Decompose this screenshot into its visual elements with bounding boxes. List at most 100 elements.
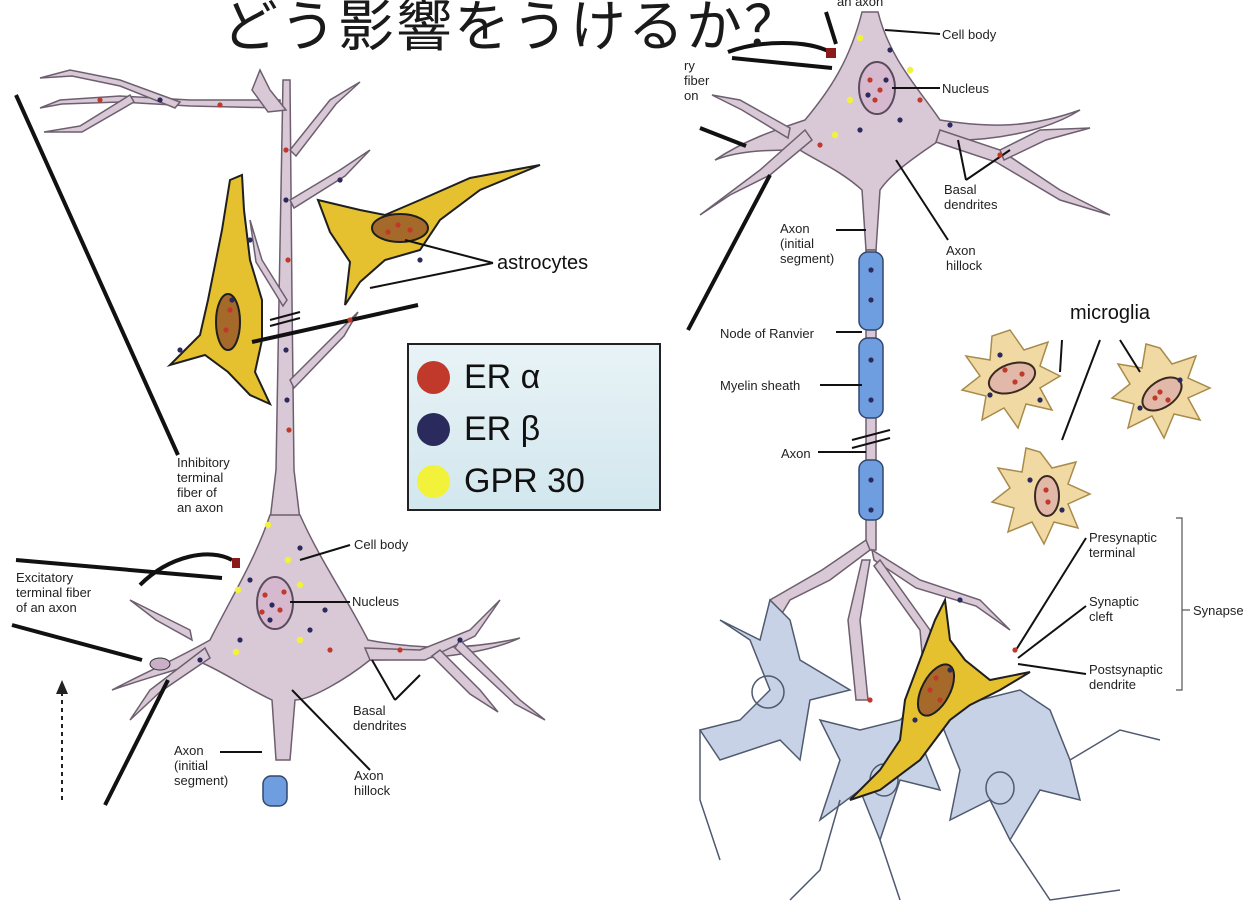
page-title: どう影響をうけるか？ bbox=[222, 0, 802, 63]
receptor-dot bbox=[897, 117, 902, 122]
receptor-dot bbox=[987, 392, 992, 397]
label-microglia: microglia bbox=[1070, 302, 1150, 325]
receptor-dot bbox=[868, 357, 873, 362]
receptor-dot bbox=[259, 609, 264, 614]
label-node-of-ranvier: Node of Ranvier bbox=[720, 326, 814, 341]
receptor-dot bbox=[265, 522, 271, 528]
receptor-dot bbox=[997, 152, 1002, 157]
receptor-dot bbox=[867, 697, 872, 702]
label-inhibitory-fiber: Inhibitory terminal fiber of an axon bbox=[177, 455, 230, 515]
label-cell-body-left: Cell body bbox=[354, 537, 408, 552]
receptor-dot bbox=[947, 667, 952, 672]
receptor-dot bbox=[385, 229, 390, 234]
receptor-dot bbox=[1059, 507, 1064, 512]
receptor-dot bbox=[912, 717, 917, 722]
receptor-dot bbox=[233, 649, 239, 655]
astrocyte-left-1 bbox=[170, 175, 270, 404]
postsynaptic-neurons bbox=[700, 600, 1080, 840]
receptor-dot bbox=[283, 197, 288, 202]
receptor-dot bbox=[1002, 367, 1007, 372]
receptor-dot bbox=[97, 97, 102, 102]
receptor-dot bbox=[857, 127, 862, 132]
left-pointer-lines bbox=[12, 95, 418, 805]
receptor-dot bbox=[1012, 647, 1017, 652]
label-synapse: Synapse bbox=[1193, 603, 1244, 618]
receptor-dot bbox=[286, 427, 291, 432]
label-excitatory-fiber: Excitatory terminal fiber of an axon bbox=[16, 570, 91, 615]
receptor-dot bbox=[887, 47, 892, 52]
receptor-dot bbox=[867, 77, 872, 82]
receptor-dot bbox=[868, 267, 873, 272]
label-cell-body-right: Cell body bbox=[942, 27, 996, 42]
receptor-dot bbox=[229, 297, 234, 302]
receptor-dot bbox=[868, 507, 873, 512]
label-astrocytes-left: astrocytes bbox=[497, 252, 588, 275]
receptor-dot bbox=[847, 97, 853, 103]
receptor-dot bbox=[997, 352, 1002, 357]
receptor-dot bbox=[247, 577, 252, 582]
right-synapse-bouton bbox=[826, 48, 836, 58]
label-axon-initial-right: Axon (initial segment) bbox=[780, 221, 834, 266]
legend-row-gpr30: GPR 30 bbox=[417, 459, 585, 503]
receptor-dot bbox=[868, 297, 873, 302]
label-an-axon-right: an axon bbox=[837, 0, 883, 9]
label-axon-initial-left: Axon (initial segment) bbox=[174, 743, 228, 788]
receptor-dot bbox=[337, 177, 342, 182]
receptor-dot bbox=[285, 257, 290, 262]
receptor-dot bbox=[237, 637, 242, 642]
receptor-dot bbox=[1157, 389, 1162, 394]
receptor-dot bbox=[957, 597, 962, 602]
receptor-dot bbox=[1012, 379, 1017, 384]
label-myelin-sheath: Myelin sheath bbox=[720, 378, 800, 393]
legend-row-er-beta: ER β bbox=[417, 407, 540, 451]
receptor-dot bbox=[933, 675, 938, 680]
receptor-dot bbox=[1152, 395, 1157, 400]
receptor-dot bbox=[907, 67, 913, 73]
receptor-dot bbox=[235, 587, 241, 593]
receptor-dot bbox=[395, 222, 400, 227]
receptor-dot bbox=[307, 627, 312, 632]
receptor-dot bbox=[1165, 397, 1170, 402]
receptor-dot bbox=[917, 97, 922, 102]
receptor-dot bbox=[227, 307, 232, 312]
receptor-dot bbox=[817, 142, 822, 147]
receptor-dot bbox=[927, 687, 932, 692]
receptor-dot bbox=[223, 327, 228, 332]
receptor-dot bbox=[283, 347, 288, 352]
label-fiber-fragment: ry fiber on bbox=[684, 58, 709, 103]
receptor-dot bbox=[857, 35, 863, 41]
legend-label-er-alpha: ER α bbox=[464, 358, 540, 397]
receptor-dot bbox=[197, 657, 202, 662]
receptor-dot bbox=[1019, 371, 1024, 376]
receptor-dot bbox=[1177, 377, 1182, 382]
receptor-dot bbox=[1137, 405, 1142, 410]
receptor-dot bbox=[267, 617, 272, 622]
right-nucleus bbox=[859, 62, 895, 114]
receptor-dot bbox=[1037, 397, 1042, 402]
receptor-dot bbox=[407, 227, 412, 232]
left-synapse-bouton bbox=[232, 558, 240, 568]
receptor-dot bbox=[327, 647, 332, 652]
receptor-dot bbox=[1027, 477, 1032, 482]
receptor-dot bbox=[297, 637, 303, 643]
receptor-legend: ER α ER β GPR 30 bbox=[407, 343, 661, 511]
synapse-bracket bbox=[1176, 518, 1182, 690]
receptor-dot bbox=[457, 637, 462, 642]
left-myelin bbox=[263, 776, 287, 806]
receptor-dot bbox=[832, 132, 838, 138]
receptor-dot bbox=[868, 477, 873, 482]
legend-label-er-beta: ER β bbox=[464, 410, 540, 449]
receptor-dot bbox=[297, 545, 302, 550]
legend-row-er-alpha: ER α bbox=[417, 355, 540, 399]
receptor-dot bbox=[285, 557, 291, 563]
legend-swatch-er-beta bbox=[417, 413, 450, 446]
receptor-dot bbox=[284, 397, 289, 402]
receptor-dot bbox=[217, 102, 222, 107]
left-excitatory-bouton bbox=[150, 658, 170, 670]
receptor-dot bbox=[865, 92, 870, 97]
label-nucleus-right: Nucleus bbox=[942, 81, 989, 96]
receptor-dot bbox=[297, 582, 303, 588]
receptor-dot bbox=[937, 697, 942, 702]
receptor-dot bbox=[281, 589, 286, 594]
